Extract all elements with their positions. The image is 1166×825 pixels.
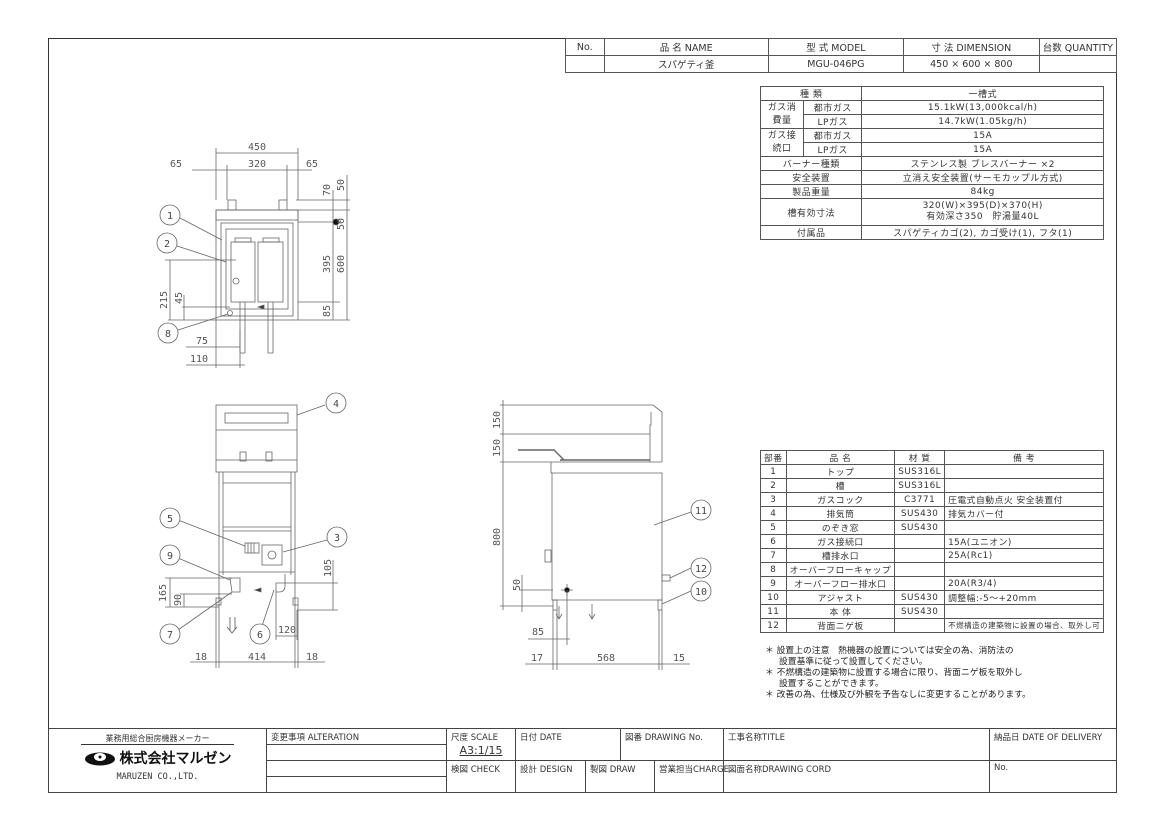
- dim-165: 165: [158, 584, 169, 602]
- dim-120: 120: [278, 625, 296, 636]
- product-name: スパゲティ釜: [603, 55, 769, 73]
- dim-320: 320: [248, 159, 266, 170]
- balloon-12: 12: [695, 564, 707, 575]
- plan-view: [165, 148, 350, 368]
- dim-414: 414: [248, 652, 266, 663]
- spec-tank-value-2: 有効深さ350 貯湯量40L: [926, 212, 1040, 222]
- balloon-10: 10: [695, 587, 707, 598]
- note-1: ＊ 設置上の注意 熱機器の設置については安全の為、消防法の: [765, 646, 1014, 656]
- balloon-2: 2: [164, 239, 170, 250]
- dim-215: 215: [159, 291, 170, 309]
- note-2-cont: 設置することができます。: [779, 679, 884, 689]
- balloon-3: 3: [334, 533, 340, 544]
- part-name: 背面ニゲ板: [785, 618, 896, 633]
- dim-85-side: 85: [532, 627, 544, 638]
- dim-65-left: 65: [170, 159, 182, 170]
- dim-150: 150: [492, 439, 503, 457]
- installation-notes: ＊ 設置上の注意 熱機器の設置については安全の為、消防法の 設置基準に従って設置…: [765, 646, 1031, 701]
- dim-110: 110: [190, 354, 208, 365]
- dim-395: 395: [322, 255, 333, 273]
- balloon-5: 5: [167, 514, 173, 525]
- balloon-9: 9: [167, 551, 173, 562]
- note-3: ＊ 改善の為、仕様及び外観を予告なしに変更することがあります。: [765, 690, 1031, 700]
- scale-value: A3:1/15: [459, 744, 503, 757]
- product-quantity: [1038, 55, 1118, 73]
- number-cell: No.: [989, 760, 1117, 793]
- dim-18-left: 18: [195, 652, 207, 663]
- dim-50: 50: [336, 218, 347, 230]
- dim-18-right: 18: [306, 652, 318, 663]
- company-name-en: MARUZEN CO.,LTD.: [116, 772, 199, 782]
- note-2: ＊ 不燃構造の建築物に設置する場合に限り、背面ニゲ板を取外し: [765, 668, 1023, 678]
- dim-568: 568: [597, 653, 615, 664]
- dim-height-800: 800: [492, 528, 503, 546]
- dim-50-side: 50: [512, 579, 523, 591]
- product-header-table: No. 品 名 NAME 型 式 MODEL 寸 法 DIMENSION 台数 …: [565, 38, 1118, 73]
- spec-accessories-value: スパゲティカゴ(2), カゴ受け(1), フタ(1): [861, 225, 1104, 240]
- company-name-jp: 株式会社マルゼン: [119, 751, 232, 767]
- dim-150-top: 150: [492, 411, 503, 429]
- dim-75: 75: [196, 336, 208, 347]
- scale-label: 尺度 SCALE: [451, 733, 498, 743]
- dim-17: 17: [531, 653, 543, 664]
- dim-600: 600: [336, 255, 347, 273]
- product-dimension: 450 × 600 × 800: [902, 55, 1040, 73]
- dim-45: 45: [174, 292, 185, 304]
- spec-tank-value-1: 320(W)×395(D)×370(H): [922, 201, 1043, 211]
- part-note: 不燃構造の建築物に設置の場合、取外し可: [944, 618, 1105, 633]
- product-model: MGU-046PG: [767, 55, 904, 73]
- balloon-4: 4: [333, 399, 339, 410]
- balloon-7: 7: [167, 630, 173, 641]
- dim-15: 15: [673, 653, 685, 664]
- note-1-cont: 設置基準に従って設置してください。: [779, 657, 928, 667]
- dim-90: 90: [173, 594, 184, 606]
- side-view: [500, 400, 692, 670]
- dim-85: 85: [322, 305, 333, 317]
- balloon-11: 11: [695, 506, 707, 517]
- spec-accessories-label: 付属品: [759, 225, 863, 240]
- dim-70: 70: [322, 184, 333, 196]
- balloon-1: 1: [167, 211, 173, 222]
- dim-65-right: 65: [306, 159, 318, 170]
- dim-105: 105: [323, 559, 334, 577]
- dim-50-top: 50: [336, 179, 347, 191]
- spec-gas-consumption-label: ガス消費量: [760, 100, 804, 129]
- maruzen-logo-icon: [84, 752, 115, 766]
- dim-width-450: 450: [248, 142, 266, 153]
- front-view: [165, 404, 338, 668]
- maker-tagline: 業務用総合厨房機器メーカー: [81, 733, 234, 745]
- balloon-8: 8: [165, 329, 171, 340]
- company-block: 業務用総合厨房機器メーカー 株式会社マルゼン MARUZEN CO.,LTD.: [48, 728, 267, 793]
- balloon-6: 6: [257, 630, 263, 641]
